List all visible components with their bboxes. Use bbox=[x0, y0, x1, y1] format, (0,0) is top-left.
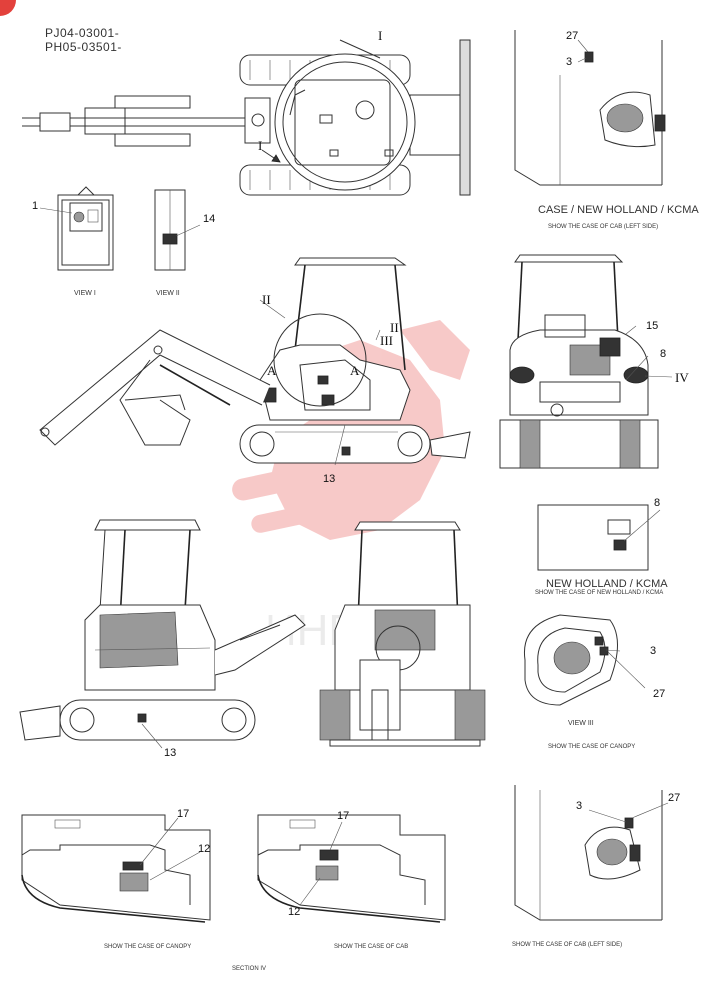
bottom-cab-left-side-detail bbox=[514, 785, 669, 921]
label-view-3: III bbox=[380, 333, 393, 348]
caption-view-3: VIEW III bbox=[568, 720, 594, 727]
nh-kcma-detail bbox=[537, 504, 661, 571]
view-3-canopy-detail bbox=[523, 614, 646, 706]
callout-27-canopy: 27 bbox=[653, 688, 666, 700]
caption-cab-left-bottom: SHOW THE CASE OF CAB (LEFT SIDE) bbox=[512, 942, 623, 948]
callout-27-top: 27 bbox=[566, 30, 579, 42]
callout-3-bottom: 3 bbox=[576, 800, 583, 812]
callout-13-lower: 13 bbox=[164, 747, 177, 759]
callout-8-right: 8 bbox=[660, 348, 667, 360]
callout-13-mid: 13 bbox=[323, 473, 336, 485]
bottom-canopy-case-detail bbox=[21, 814, 211, 923]
side-view-excavator-right bbox=[19, 519, 306, 749]
callout-15: 15 bbox=[646, 320, 659, 332]
bottom-cab-case-detail bbox=[257, 814, 446, 923]
callout-12-a: 12 bbox=[198, 843, 211, 855]
callout-1: 1 bbox=[32, 200, 39, 212]
callout-27-bottom: 27 bbox=[668, 792, 681, 804]
view-2-detail bbox=[154, 189, 201, 271]
label-view-1-left: I bbox=[258, 138, 263, 153]
label-view-2-a: II bbox=[262, 292, 271, 307]
callout-14: 14 bbox=[203, 213, 216, 225]
top-view-excavator bbox=[22, 39, 471, 196]
caption-case-nh-kcma: CASE / NEW HOLLAND / KCMA bbox=[538, 204, 699, 216]
view-1-detail bbox=[39, 186, 114, 271]
caption-view-1: VIEW I bbox=[74, 290, 96, 297]
callout-17-a: 17 bbox=[177, 808, 190, 820]
serial-code-2: PH05-03501- bbox=[45, 40, 122, 54]
caption-cab-bottom: SHOW THE CASE OF CAB bbox=[334, 944, 409, 950]
callout-3-top: 3 bbox=[566, 56, 573, 68]
caption-show-nh-kcma: SHOW THE CASE OF NEW HOLLAND / KCMA bbox=[535, 590, 664, 596]
label-view-1-top: I bbox=[378, 28, 383, 43]
front-view-excavator bbox=[319, 521, 486, 747]
side-view-excavator-left bbox=[39, 257, 471, 466]
callout-17-b: 17 bbox=[337, 810, 350, 822]
serial-code-1: PJ04-03001- bbox=[45, 26, 120, 40]
label-a-1: A bbox=[267, 363, 277, 378]
label-view-2-b: II bbox=[390, 320, 399, 335]
cab-left-side-detail-top bbox=[514, 30, 666, 186]
callout-12-b: 12 bbox=[288, 906, 301, 918]
caption-cab-left-top: SHOW THE CASE OF CAB (LEFT SIDE) bbox=[548, 224, 659, 230]
caption-nh-kcma: NEW HOLLAND / KCMA bbox=[546, 578, 668, 590]
callout-8-nh: 8 bbox=[654, 497, 661, 509]
corner-badge bbox=[0, 0, 16, 16]
caption-view-2: VIEW II bbox=[156, 290, 180, 297]
caption-section: SECTION IV bbox=[232, 966, 267, 972]
caption-canopy-right: SHOW THE CASE OF CANOPY bbox=[548, 744, 636, 750]
callout-3-canopy: 3 bbox=[650, 645, 657, 657]
rear-view-excavator bbox=[499, 254, 673, 469]
caption-canopy-bottom: SHOW THE CASE OF CANOPY bbox=[104, 944, 192, 950]
label-a-2: A bbox=[350, 363, 360, 378]
label-section-4: IV bbox=[675, 370, 689, 385]
